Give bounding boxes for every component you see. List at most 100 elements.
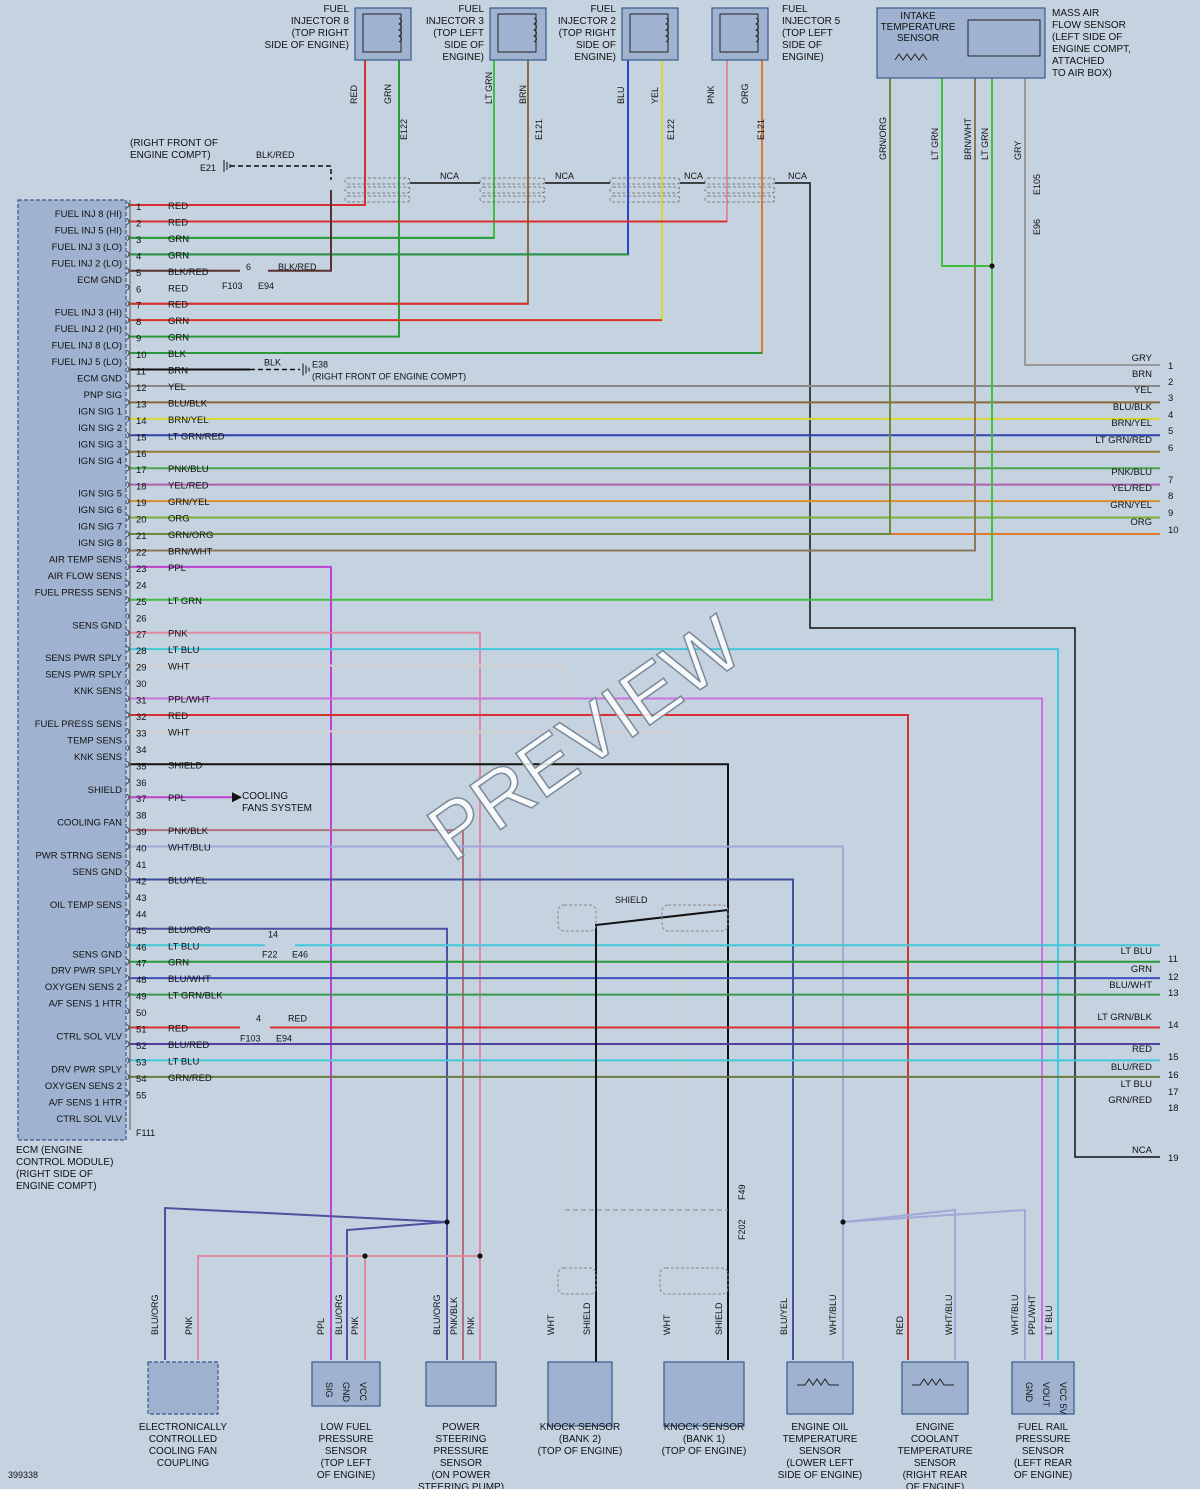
pin-bracket bbox=[126, 892, 130, 900]
sensor-wire-label: SHIELD bbox=[714, 1302, 724, 1335]
ecm-pin-number: 28 bbox=[136, 646, 147, 657]
ecm-pin-number: 37 bbox=[136, 794, 147, 805]
wire-color-label: GRN/RED bbox=[168, 1073, 212, 1084]
wire-color-label: RED bbox=[168, 711, 188, 722]
wires-layer bbox=[130, 60, 1160, 1370]
injector-label: FUEL bbox=[323, 4, 349, 15]
ecm-pin-label: FUEL INJ 3 (LO) bbox=[52, 242, 122, 253]
sensor-box bbox=[311, 1361, 381, 1407]
wire-color-label: PNK/BLK bbox=[168, 826, 209, 837]
sensor-label: TEMPERATURE bbox=[898, 1446, 973, 1457]
pin-bracket bbox=[126, 464, 130, 472]
ecm-pin-number: 51 bbox=[136, 1025, 147, 1036]
wire-color-label: PNK bbox=[168, 629, 188, 640]
pin-bracket bbox=[126, 547, 130, 554]
shield-twist-icon bbox=[557, 1267, 597, 1295]
pin-bracket bbox=[126, 941, 130, 949]
ecm-pin-number: 54 bbox=[136, 1074, 147, 1085]
pin-bracket bbox=[126, 1073, 130, 1081]
sensor-wire-label: BLU/ORG bbox=[334, 1294, 344, 1335]
wire-color-label: BLU/WHT bbox=[168, 974, 211, 985]
ground-location: ENGINE COMPT) bbox=[130, 150, 211, 161]
wire-inj8-lo bbox=[130, 60, 400, 338]
wire-color-label: GRN bbox=[168, 958, 189, 969]
right-connector-pin: 13 bbox=[1168, 988, 1179, 999]
ecm-pin-label: KNK SENS bbox=[74, 686, 122, 697]
wire-color-label: BLK/RED bbox=[278, 262, 317, 272]
pin-bracket bbox=[126, 760, 130, 768]
ecm-pin-label: FUEL PRESS SENS bbox=[35, 587, 122, 598]
injector-wire-label: ORG bbox=[740, 83, 750, 104]
right-connector-pin: 3 bbox=[1168, 393, 1173, 404]
wire-knk bbox=[130, 730, 679, 1360]
ecm-pin-label: SENS PWR SPLY bbox=[45, 670, 123, 681]
wire-color-label: BRN/WHT bbox=[168, 546, 213, 557]
wire-color-label: YEL bbox=[168, 382, 186, 393]
sensor-label: (RIGHT REAR bbox=[903, 1470, 968, 1481]
ground-location: (RIGHT FRONT OF bbox=[130, 138, 218, 149]
sensor-label: SIDE OF ENGINE) bbox=[778, 1470, 862, 1481]
injector-wire-label: RED bbox=[349, 84, 359, 104]
injector-coil-icon bbox=[398, 17, 402, 43]
ecm-pin-label: ECM GND bbox=[77, 374, 122, 385]
injector-wire-label: PNK bbox=[706, 85, 716, 104]
ecm-pin-label: TEMP SENS bbox=[67, 735, 122, 746]
pin-bracket bbox=[126, 908, 130, 916]
sensor-box bbox=[547, 1361, 613, 1427]
wire-color-label: SHIELD bbox=[168, 760, 202, 771]
ecm-pin-number: 22 bbox=[136, 547, 147, 558]
ecm-pin-label: COOLING FAN bbox=[57, 818, 122, 829]
ecm-pin-label: ECM GND bbox=[77, 275, 122, 286]
ecm-pin-number: 8 bbox=[136, 317, 141, 328]
sensor-label: (TOP OF ENGINE) bbox=[538, 1446, 623, 1457]
injector-wire-label: YEL bbox=[650, 87, 660, 104]
ground-id: E21 bbox=[200, 163, 216, 173]
sensor-pin-label: VCC 5V bbox=[1058, 1382, 1068, 1415]
pin-bracket bbox=[126, 218, 130, 225]
pin-bracket bbox=[126, 612, 130, 620]
sensor-wire-label: WHT/BLU bbox=[1010, 1295, 1020, 1336]
maf-label: MASS AIR bbox=[1052, 8, 1099, 19]
wire-color-label: PNK/BLU bbox=[168, 464, 209, 475]
pin-bracket bbox=[126, 1040, 130, 1048]
pin-bracket bbox=[126, 1007, 130, 1015]
ground-icon bbox=[223, 160, 231, 172]
injector-label: (TOP RIGHT bbox=[292, 28, 349, 39]
pin-bracket bbox=[126, 481, 130, 489]
wire-color-label: BLK/RED bbox=[256, 150, 295, 160]
pin-bracket bbox=[126, 925, 130, 933]
sensor-wire-label: BLU/ORG bbox=[432, 1294, 442, 1335]
ecm-pin-label: OIL TEMP SENS bbox=[50, 900, 122, 911]
wire-fuel-rail bbox=[130, 697, 1043, 1360]
ecm-pin-number: 13 bbox=[136, 399, 147, 410]
pin-bracket bbox=[126, 382, 130, 390]
nca-label: NCA bbox=[684, 171, 703, 181]
sensor-box bbox=[901, 1361, 969, 1415]
ecm-pin-label: IGN SIG 7 bbox=[78, 522, 122, 533]
splice-dot bbox=[444, 1219, 450, 1225]
wire-color-label: YEL/RED bbox=[168, 481, 209, 492]
ecm-pin-number: 53 bbox=[136, 1057, 147, 1068]
right-connector-pin: 6 bbox=[1168, 443, 1173, 454]
thermistor-icon bbox=[797, 1378, 839, 1386]
ecm-pin-label: FUEL INJ 5 (HI) bbox=[55, 225, 122, 236]
pin-bracket bbox=[126, 596, 130, 604]
sensor-label: CONTROLLED bbox=[149, 1434, 217, 1445]
ecm-pin-number: 17 bbox=[136, 465, 147, 476]
wire-color-label: BLU/ORG bbox=[168, 925, 211, 936]
sensor-label: (LEFT REAR bbox=[1014, 1458, 1072, 1469]
ecm-pin-label: IGN SIG 1 bbox=[78, 406, 122, 417]
right-connector-pin: 4 bbox=[1168, 410, 1173, 421]
ecm-pin-label: FUEL INJ 2 (LO) bbox=[52, 258, 122, 269]
injector-label: (TOP RIGHT bbox=[559, 28, 616, 39]
connector-id: F49 bbox=[737, 1184, 747, 1200]
ecm-pin-number: 30 bbox=[136, 679, 147, 690]
ecm-pin-number: 32 bbox=[136, 712, 147, 723]
sensor-label: OF ENGINE) bbox=[317, 1470, 375, 1481]
maf-element-icon bbox=[967, 19, 1041, 57]
wire-color-label: RED bbox=[168, 217, 188, 228]
sensor-wire-label: WHT bbox=[546, 1314, 556, 1335]
ecm-title: (RIGHT SIDE OF bbox=[16, 1169, 93, 1180]
wire-sens-gnd bbox=[130, 927, 448, 1360]
sensor-label: ELECTRONICALLY bbox=[139, 1422, 228, 1433]
